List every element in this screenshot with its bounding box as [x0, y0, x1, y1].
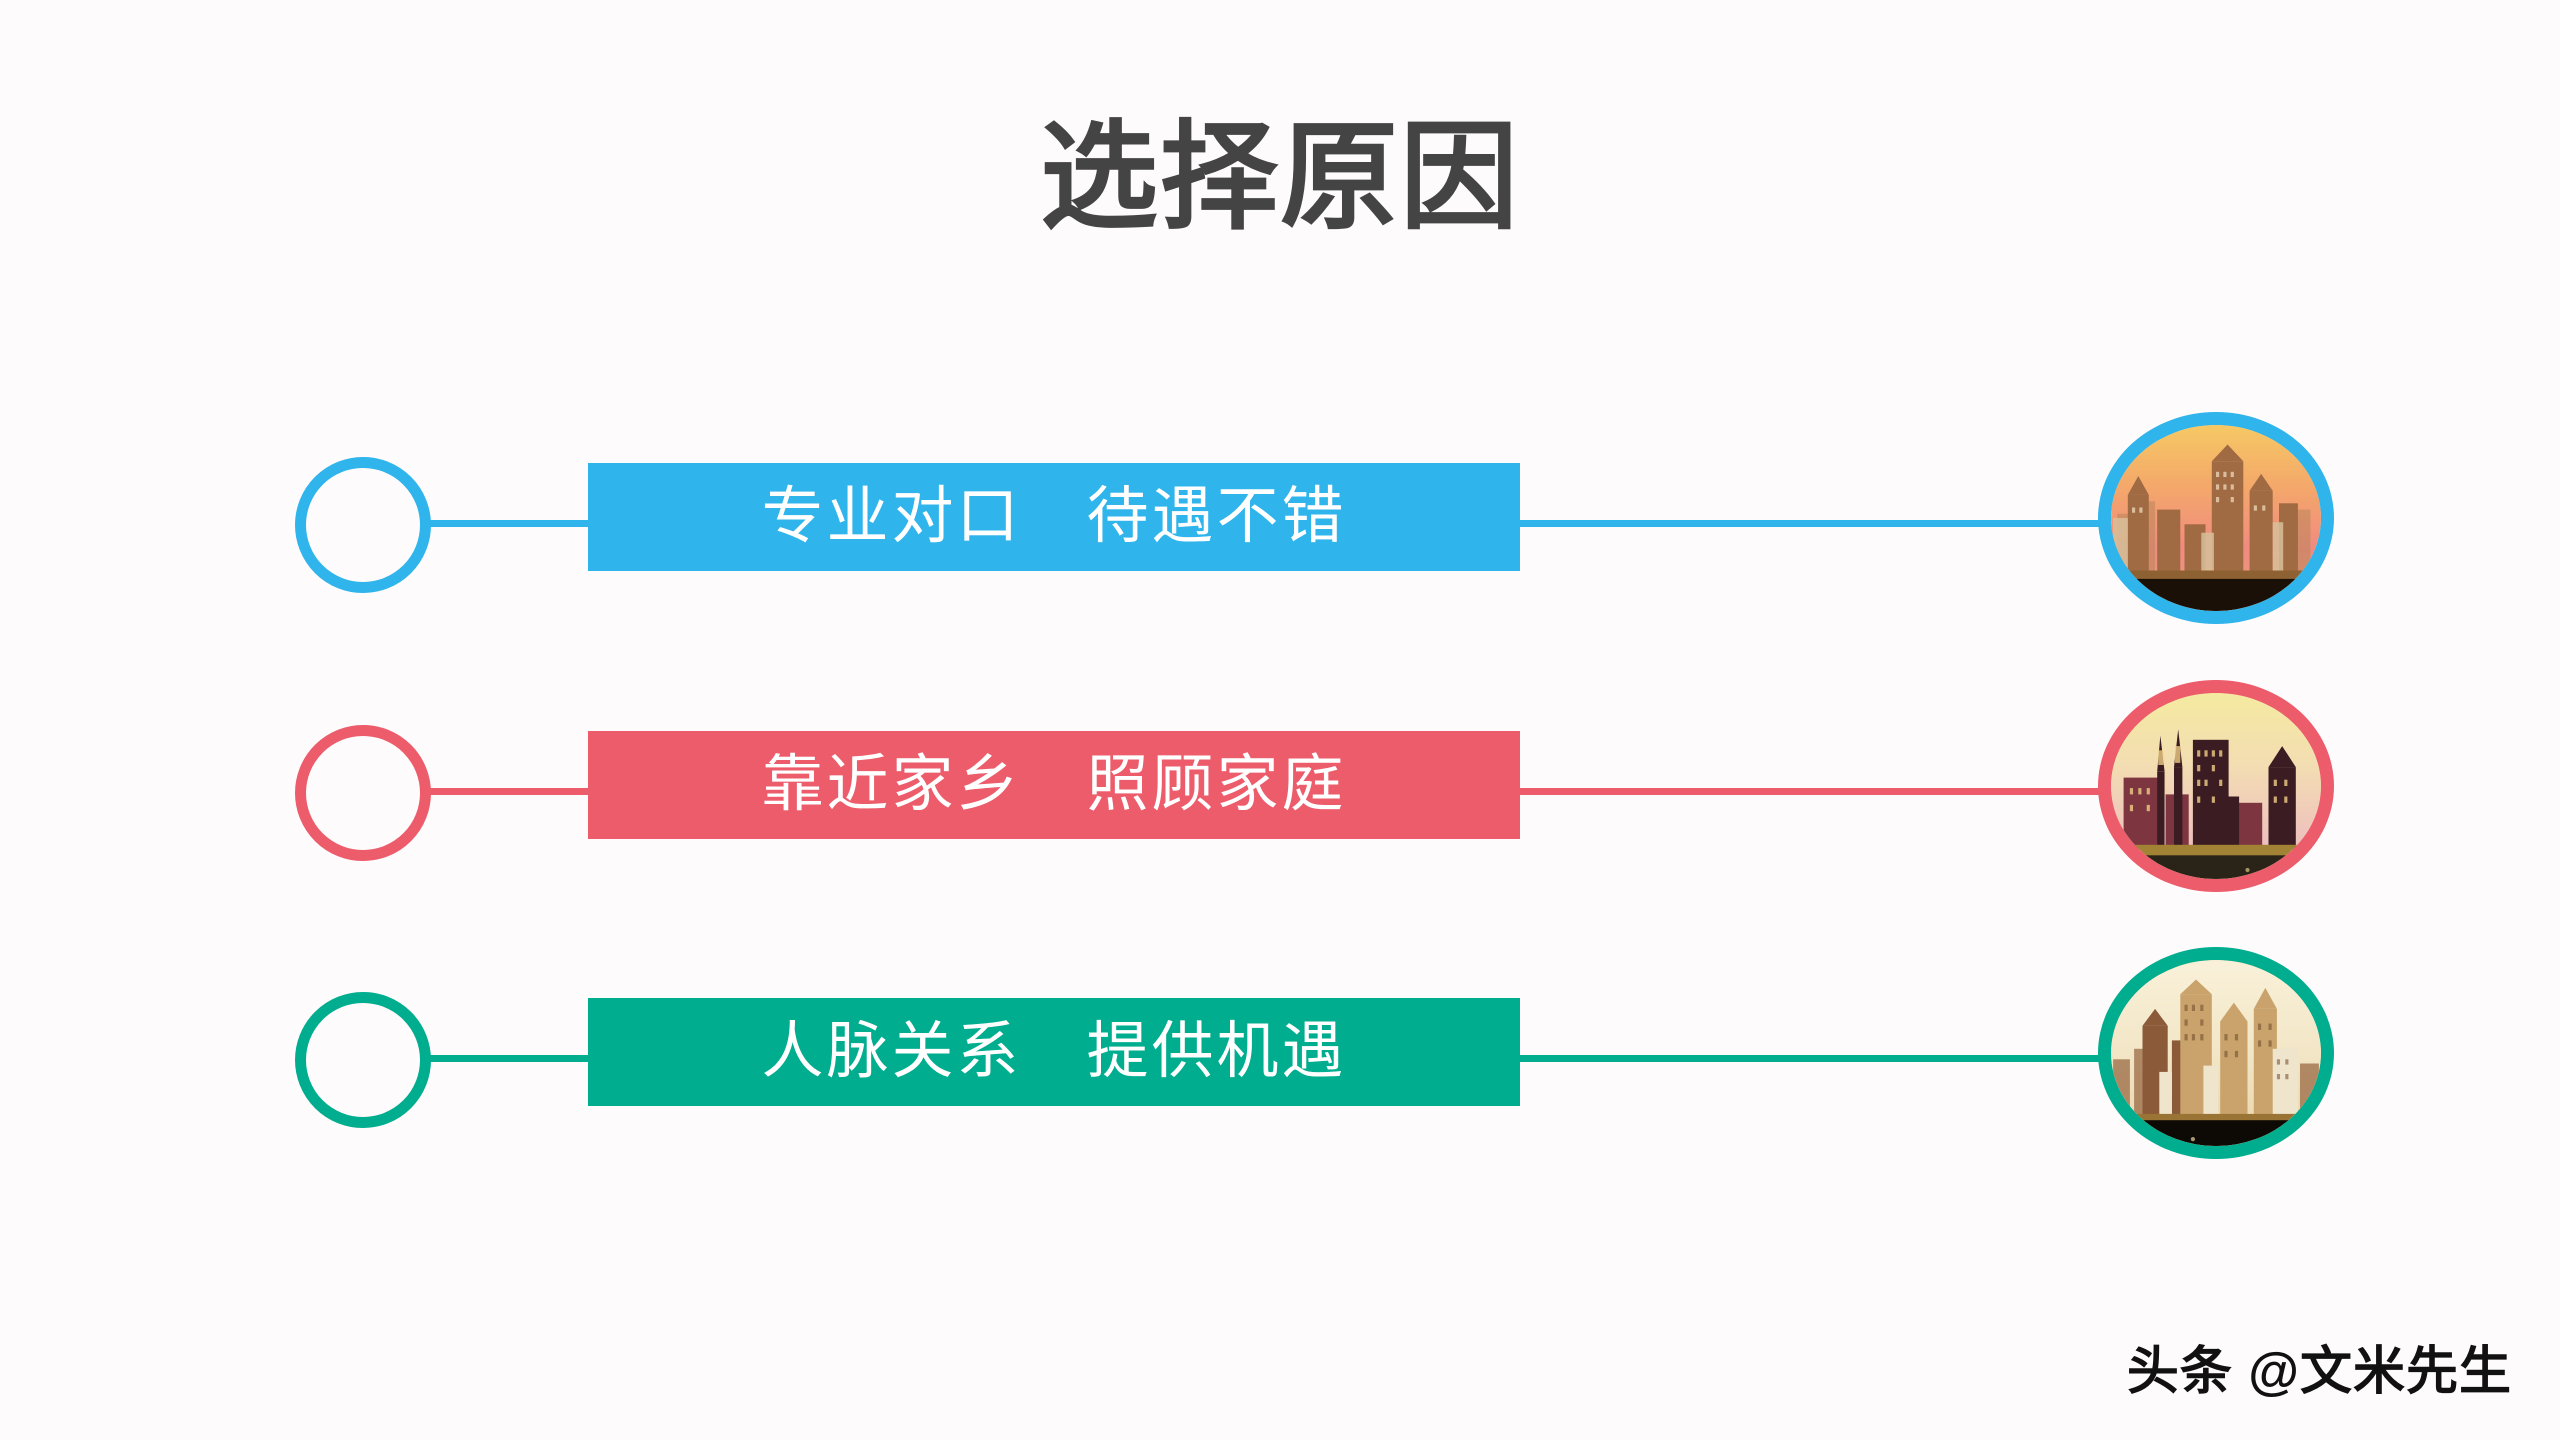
list-item: 人脉关系 提供机遇: [0, 947, 2560, 1170]
list-item: 专业对口 待遇不错: [0, 412, 2560, 635]
photo-clip: [2111, 693, 2321, 879]
city-skyline-photo: [2098, 680, 2334, 892]
connector-line-right: [1520, 1055, 2120, 1062]
reason-bar[interactable]: 人脉关系 提供机遇: [588, 998, 1520, 1106]
photo-clip: [2111, 960, 2321, 1146]
reason-bar-label: 专业对口 待遇不错: [761, 482, 1347, 551]
connector-line-right: [1520, 520, 2120, 527]
circle-outline-icon: [295, 457, 431, 593]
city-skyline-illustration: [2111, 425, 2321, 611]
page-title: 选择原因: [1039, 112, 1520, 244]
photo-clip: [2111, 425, 2321, 611]
connector-line-right: [1520, 788, 2120, 795]
connector-line-left: [425, 1055, 590, 1062]
list-item: 靠近家乡 照顾家庭: [0, 680, 2560, 903]
city-skyline-illustration: [2111, 960, 2321, 1146]
city-skyline-photo: [2098, 947, 2334, 1159]
reason-bar-label: 人脉关系 提供机遇: [761, 1017, 1347, 1086]
reason-bar-label: 靠近家乡 照顾家庭: [761, 750, 1347, 819]
reason-bar[interactable]: 靠近家乡 照顾家庭: [588, 731, 1520, 839]
connector-line-left: [425, 788, 590, 795]
city-skyline-illustration: [2111, 693, 2321, 879]
watermark: 头条 @文米先生: [2126, 1343, 2512, 1401]
circle-outline-icon: [295, 725, 431, 861]
circle-outline-icon: [295, 992, 431, 1128]
city-skyline-photo: [2098, 412, 2334, 624]
connector-line-left: [425, 520, 590, 527]
reason-bar[interactable]: 专业对口 待遇不错: [588, 463, 1520, 571]
